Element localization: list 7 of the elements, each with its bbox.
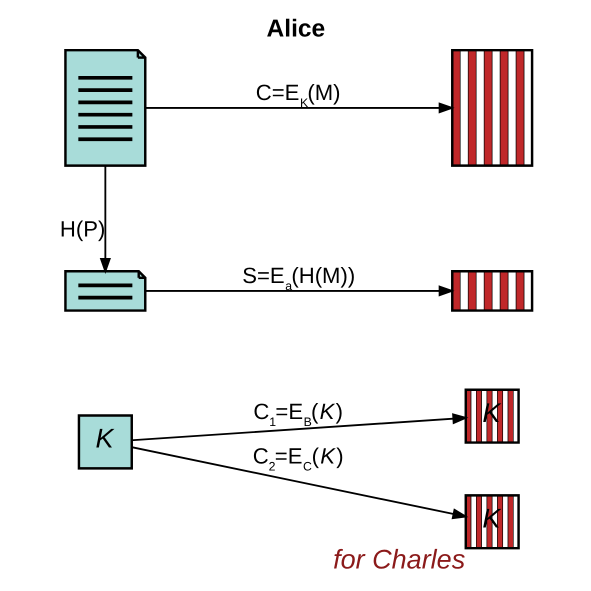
edge-label: C$_{2}$=E$_{C}$(K) <box>252 443 344 474</box>
diagram-title: Alice <box>266 16 325 43</box>
edge-label: C$_{1}$=E$_{B}$(K) <box>252 399 342 430</box>
edge-label: H(P) <box>59 216 105 242</box>
node-label: for Charles <box>332 544 465 575</box>
edge-label: C=E$_{K}$(M) <box>255 80 340 110</box>
edge-label: S=E$_{a}$(H(M)) <box>242 262 355 293</box>
